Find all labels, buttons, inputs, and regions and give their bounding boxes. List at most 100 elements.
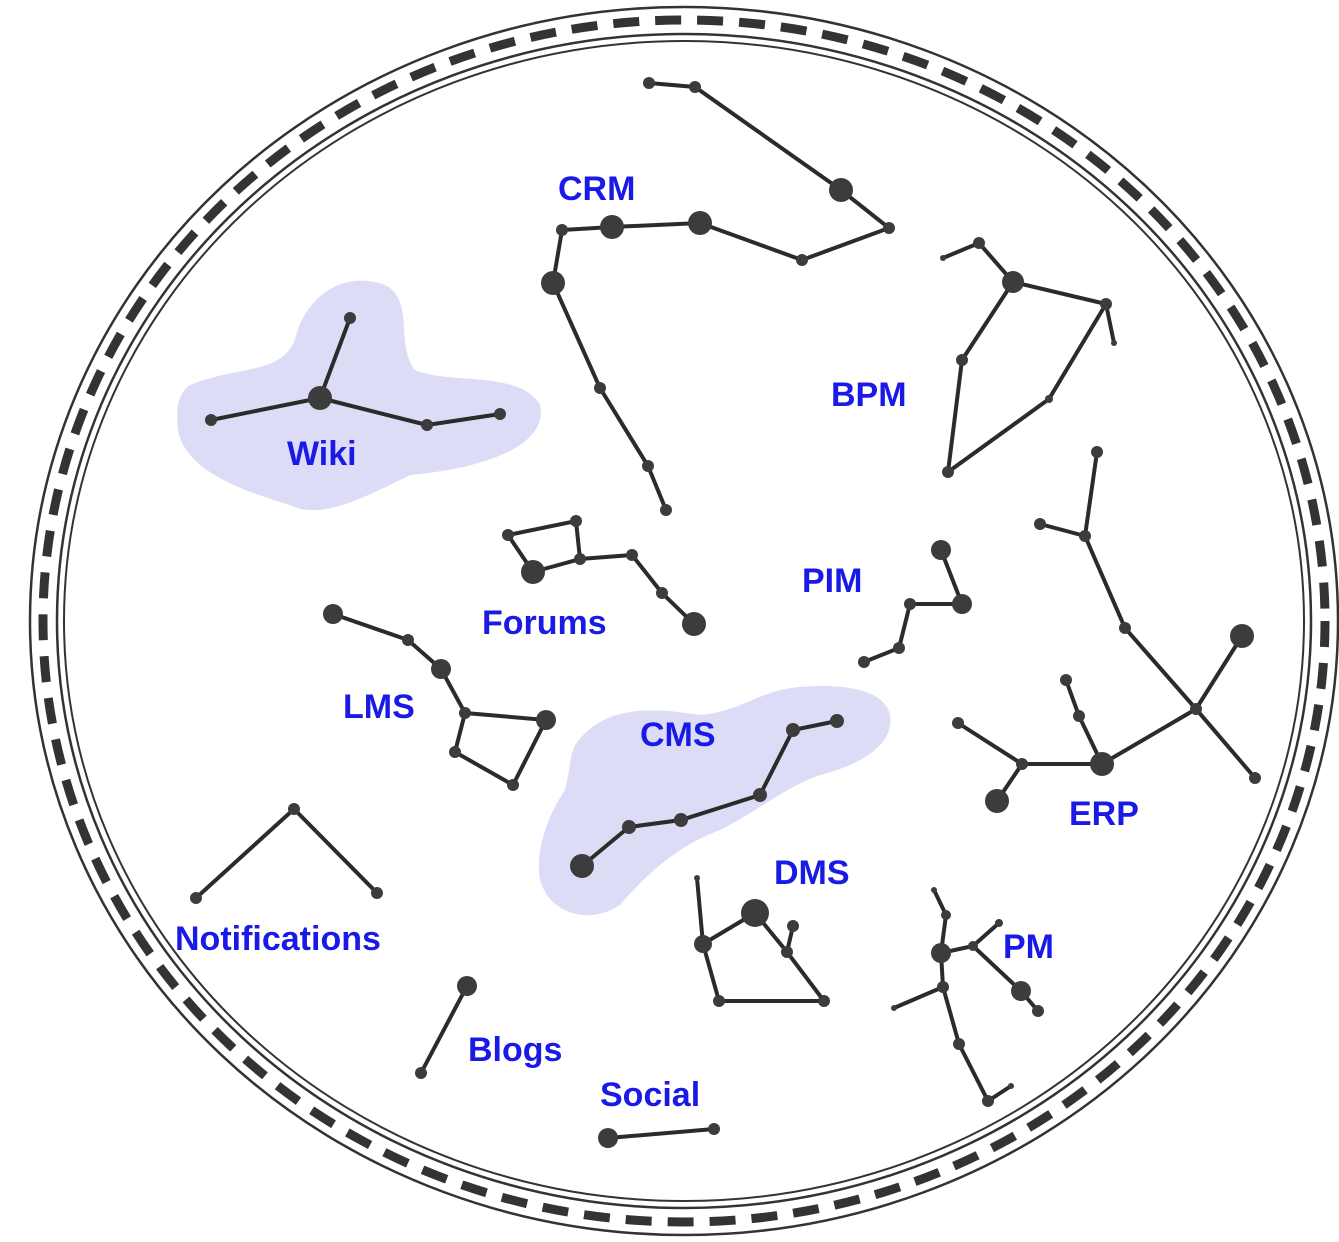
blogs-star-2 <box>415 1067 427 1079</box>
forums-star-3 <box>574 553 586 565</box>
pm-star-2 <box>941 910 951 920</box>
forums-edge-2 <box>578 552 696 626</box>
dms-star-4 <box>787 920 799 932</box>
lms-star-5 <box>536 710 556 730</box>
pm-star-8 <box>937 981 949 993</box>
pm-edge-3 <box>971 921 1001 948</box>
constellation-notifications: Notifications <box>175 803 383 958</box>
forums-star-2 <box>570 515 582 527</box>
constellation-wiki: Wiki <box>205 312 506 473</box>
blogs-edge-1 <box>419 984 469 1075</box>
lms-star-2 <box>402 634 414 646</box>
pm-star-12 <box>1008 1083 1014 1089</box>
bpm-star-5 <box>1111 340 1117 346</box>
crm-star-7 <box>600 215 624 239</box>
constellation-erp: ERP <box>952 446 1261 833</box>
cms-star-6 <box>830 714 844 728</box>
erp-edge-5 <box>1064 678 1104 766</box>
bpm-star-4 <box>1100 298 1112 310</box>
crm-star-5 <box>796 254 808 266</box>
bpm-edge-1 <box>941 240 1110 477</box>
wiki-star-2 <box>308 386 332 410</box>
pm-star-6 <box>1011 981 1031 1001</box>
erp-edge-4 <box>1100 707 1198 766</box>
notifications-edge-1 <box>194 806 379 900</box>
border-outer-ring <box>28 5 1339 1237</box>
wiki-star-4 <box>421 419 433 431</box>
social-star-2 <box>708 1123 720 1135</box>
dms-star-3 <box>741 899 769 927</box>
pim-star-2 <box>952 594 972 614</box>
pim-star-4 <box>893 642 905 654</box>
label-forums: Forums <box>482 604 607 642</box>
pm-edge-5 <box>892 985 945 1010</box>
border-dashed-ring <box>38 15 1330 1227</box>
forums-star-7 <box>682 612 706 636</box>
pm-star-1 <box>931 887 937 893</box>
lms-star-6 <box>507 779 519 791</box>
erp-star-10 <box>1090 752 1114 776</box>
dms-star-2 <box>694 935 712 953</box>
lms-star-7 <box>449 746 461 758</box>
label-bpm: BPM <box>831 376 907 414</box>
constellation-dms: DMS <box>694 854 850 1007</box>
erp-edge-3 <box>1194 634 1244 711</box>
cms-star-2 <box>622 820 636 834</box>
cms-star-1 <box>570 854 594 878</box>
erp-star-13 <box>985 789 1009 813</box>
blogs-star-1 <box>457 976 477 996</box>
crm-star-12 <box>660 504 672 516</box>
label-pim: PIM <box>802 562 862 600</box>
notifications-star-2 <box>288 803 300 815</box>
pm-star-10 <box>953 1038 965 1050</box>
label-social: Social <box>600 1076 700 1114</box>
label-crm: CRM <box>558 170 635 208</box>
pm-star-9 <box>891 1005 897 1011</box>
dms-edge-1 <box>695 876 829 1003</box>
cms-highlight <box>538 685 891 916</box>
constellation-forums: Forums <box>482 515 706 642</box>
lms-edge-1 <box>331 612 550 788</box>
wiki-star-3 <box>205 414 217 426</box>
crm-star-1 <box>643 77 655 89</box>
label-notifications: Notifications <box>175 920 381 958</box>
crm-star-8 <box>556 224 568 236</box>
bpm-star-2 <box>973 237 985 249</box>
label-lms: LMS <box>343 688 415 726</box>
crm-star-11 <box>642 460 654 472</box>
sky-border <box>28 5 1339 1237</box>
wiki-edge-1 <box>318 316 352 400</box>
label-cms: CMS <box>640 716 716 754</box>
border-inner-ring-2 <box>63 40 1305 1202</box>
wiki-edge-2 <box>209 396 322 422</box>
constellation-pim: PIM <box>802 540 972 668</box>
cms-edge-1 <box>580 719 839 868</box>
lms-star-4 <box>459 707 471 719</box>
notifications-star-1 <box>190 892 202 904</box>
erp-star-7 <box>1249 772 1261 784</box>
crm-star-10 <box>594 382 606 394</box>
wiki-star-1 <box>344 312 356 324</box>
wiki-edge-3 <box>318 396 429 427</box>
notifications-star-3 <box>371 887 383 899</box>
dms-star-6 <box>818 995 830 1007</box>
wiki-highlight <box>177 280 541 511</box>
label-wiki: Wiki <box>287 435 357 473</box>
erp-star-9 <box>1073 710 1085 722</box>
pm-star-4 <box>968 941 978 951</box>
bpm-edge-2 <box>1104 302 1116 345</box>
constellation-cms: CMS <box>570 714 844 878</box>
pim-star-1 <box>931 540 951 560</box>
erp-star-1 <box>1091 446 1103 458</box>
bpm-star-7 <box>942 466 954 478</box>
pim-star-5 <box>858 656 870 668</box>
lms-star-3 <box>431 659 451 679</box>
constellation-pm: PM <box>891 887 1054 1107</box>
crm-star-2 <box>689 81 701 93</box>
label-dms: DMS <box>774 854 850 892</box>
dms-star-5 <box>781 946 793 958</box>
crm-star-6 <box>688 211 712 235</box>
cms-star-4 <box>753 788 767 802</box>
erp-edge-2 <box>1038 522 1087 538</box>
